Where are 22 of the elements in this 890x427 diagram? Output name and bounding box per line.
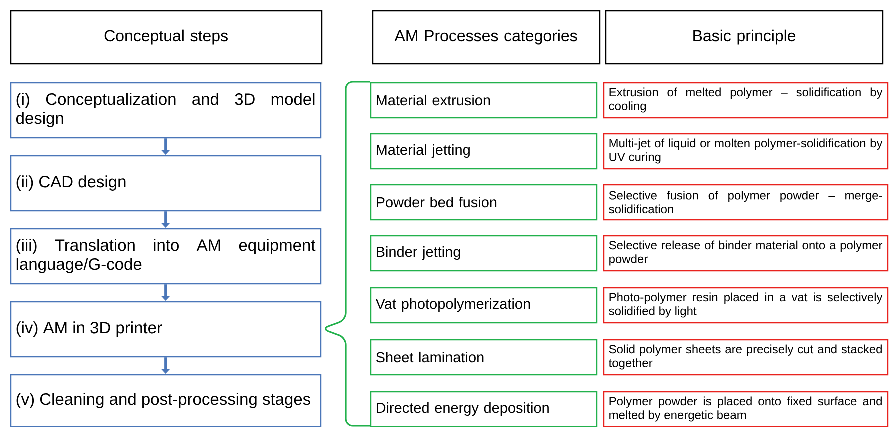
step-box: (iii) Translation into AM equipment language/G-code [10,228,322,285]
principle-box: Multi-jet of liquid or molten polymer-solidification by UV curing [603,133,889,170]
principle-box: Selective release of binder material onto a polymer powder [603,235,889,272]
category-box: Binder jetting [370,235,598,272]
category-box: Sheet lamination [370,339,598,376]
category-box: Directed energy deposition [370,391,598,427]
column-header: Basic principle [605,10,884,65]
category-box: Vat photopolymerization [370,287,598,324]
category-box: Powder bed fusion [370,184,598,221]
category-box: Material extrusion [370,82,598,119]
principle-box: Photo-polymer resin placed in a vat is selectively solidified by light [603,287,889,324]
step-box: (iv) AM in 3D printer [10,301,322,358]
column-header: Conceptual steps [10,10,323,65]
principle-box: Polymer powder is placed onto fixed surface and melted by energetic beam [603,391,889,427]
column-header: AM Processes categories [372,10,601,65]
principle-box: Solid polymer sheets are precisely cut and stacked together [603,339,889,376]
step-box: (ii) CAD design [10,155,322,212]
principle-box: Extrusion of melted polymer – solidification by cooling [603,82,889,119]
step-box: (i) Conceptualization and 3D model design [10,82,322,139]
principle-box: Selective fusion of polymer powder – merge-solidification [603,184,889,221]
category-box: Material jetting [370,133,598,170]
step-box: (v) Cleaning and post-processing stages [10,374,322,427]
